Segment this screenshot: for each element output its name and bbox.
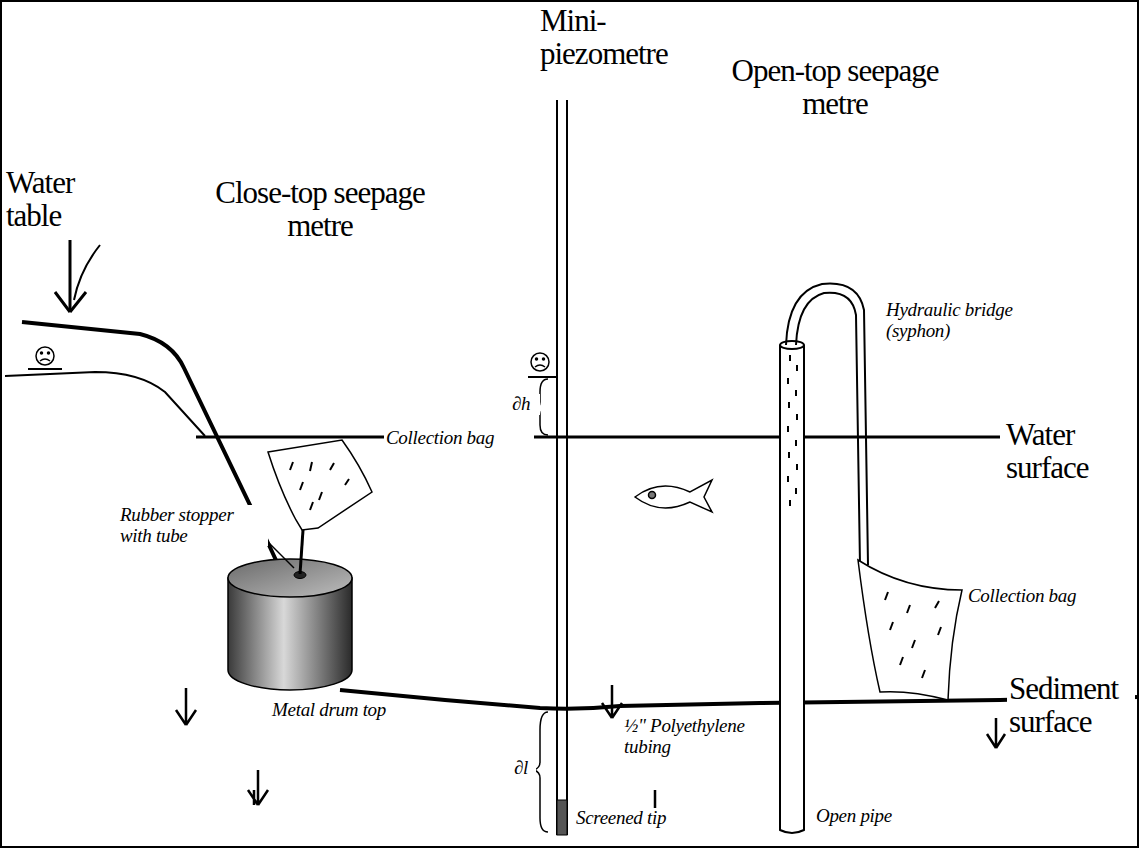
part-name: ½" Polyethylene tubing	[622, 716, 767, 757]
mini-piezometre	[557, 100, 567, 835]
instrument-title: Close-top seepage metre	[200, 176, 440, 243]
piezometer-level-symbol	[528, 353, 557, 377]
part-name: Collection bag	[384, 428, 534, 449]
leader-line	[266, 540, 294, 568]
water-table-line	[5, 372, 205, 436]
water-surface-line	[196, 436, 1000, 439]
instrument-title: Mini- piezometre	[538, 4, 698, 71]
collection-bag	[268, 440, 372, 530]
metal-drum	[228, 559, 352, 690]
stopper-tube	[300, 530, 303, 574]
water-level-symbol	[28, 347, 62, 369]
dimension-label: ∂l	[512, 758, 536, 779]
part-name: Rubber stopper with tube	[118, 505, 268, 546]
collection-bag	[858, 560, 962, 700]
fish	[635, 480, 712, 512]
flow-arrow	[176, 685, 1005, 828]
hydraulic-bridge	[786, 284, 868, 565]
part-name: Screened tip	[574, 808, 724, 829]
feature-name: Water table	[4, 166, 104, 233]
feature-name: Water surface	[1004, 418, 1134, 485]
dimension-label: ∂h	[510, 394, 540, 415]
part-name: Hydraulic bridge (syphon)	[884, 300, 1034, 341]
part-name: Metal drum top	[270, 700, 420, 721]
open-pipe	[780, 341, 804, 833]
bracket	[534, 712, 548, 832]
part-name: Collection bag	[966, 586, 1116, 607]
plant	[55, 240, 100, 312]
part-name: Open pipe	[814, 806, 934, 827]
feature-name: Sediment surface	[1007, 672, 1135, 739]
instrument-title: Open-top seepage metre	[705, 54, 965, 121]
